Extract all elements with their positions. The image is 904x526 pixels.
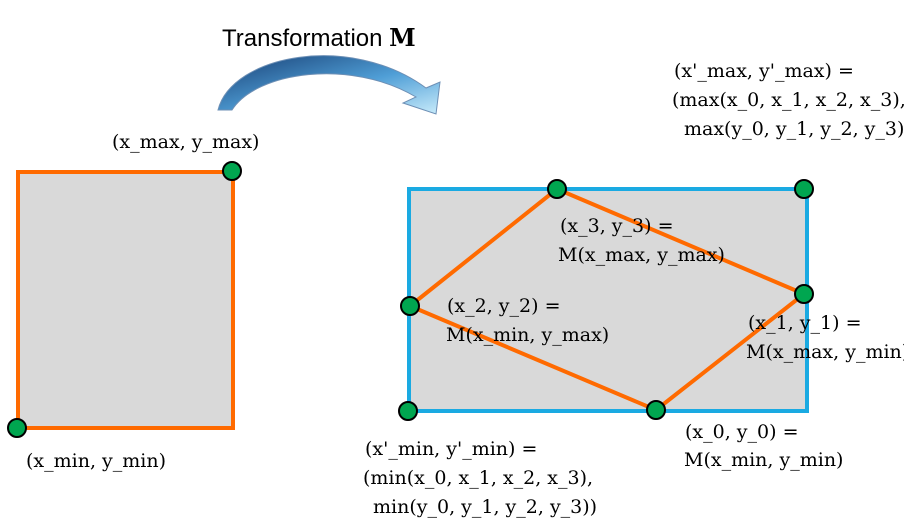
label-src-min-text: (x_min, y_min) <box>26 450 166 472</box>
point-0 <box>646 400 666 420</box>
point-3 <box>547 179 567 199</box>
diagram-title: Transformation M <box>222 23 416 52</box>
label-p1-line1: (x_1, y_1) = <box>748 312 862 334</box>
label-p0-line2: M(x_min, y_min) <box>684 449 843 471</box>
source-rectangle <box>16 170 235 430</box>
label-p0-line1: (x_0, y_0) = <box>685 421 799 443</box>
label-min-line2: (min(x_0, x_1, x_2, x_3), <box>363 467 593 489</box>
point-1 <box>794 284 814 304</box>
label-p3-line2: M(x_max, y_max) <box>558 244 725 266</box>
point-2 <box>400 296 420 316</box>
label-src-min: (x_min, y_min) <box>26 450 166 472</box>
point-bbox-min <box>398 401 418 421</box>
label-p1-line2: M(x_max, y_min) <box>746 341 904 363</box>
label-max-line3: max(y_0, y_1, y_2, y_3)) <box>684 118 904 140</box>
label-min-line1: (x'_min, y'_min) = <box>365 438 537 460</box>
title-text: Transformation <box>222 25 389 52</box>
label-src-max-text: (x_max, y_max) <box>112 131 259 153</box>
title-matrix: M <box>389 23 416 52</box>
point-src-max <box>222 161 242 181</box>
point-src-min <box>7 418 27 438</box>
label-max-line2: (max(x_0, x_1, x_2, x_3), <box>672 89 904 111</box>
label-min-line3: min(y_0, y_1, y_2, y_3)) <box>373 496 597 518</box>
label-max-line1: (x'_max, y'_max) = <box>674 60 854 82</box>
label-p2-line2: M(x_min, y_max) <box>446 324 609 346</box>
label-p2-line1: (x_2, y_2) = <box>447 295 561 317</box>
bounding-box <box>407 187 809 413</box>
label-p3-line1: (x_3, y_3) = <box>560 215 674 237</box>
point-bbox-max <box>794 179 814 199</box>
transformation-arrow-icon <box>217 55 441 115</box>
label-src-max: (x_max, y_max) <box>112 131 259 153</box>
